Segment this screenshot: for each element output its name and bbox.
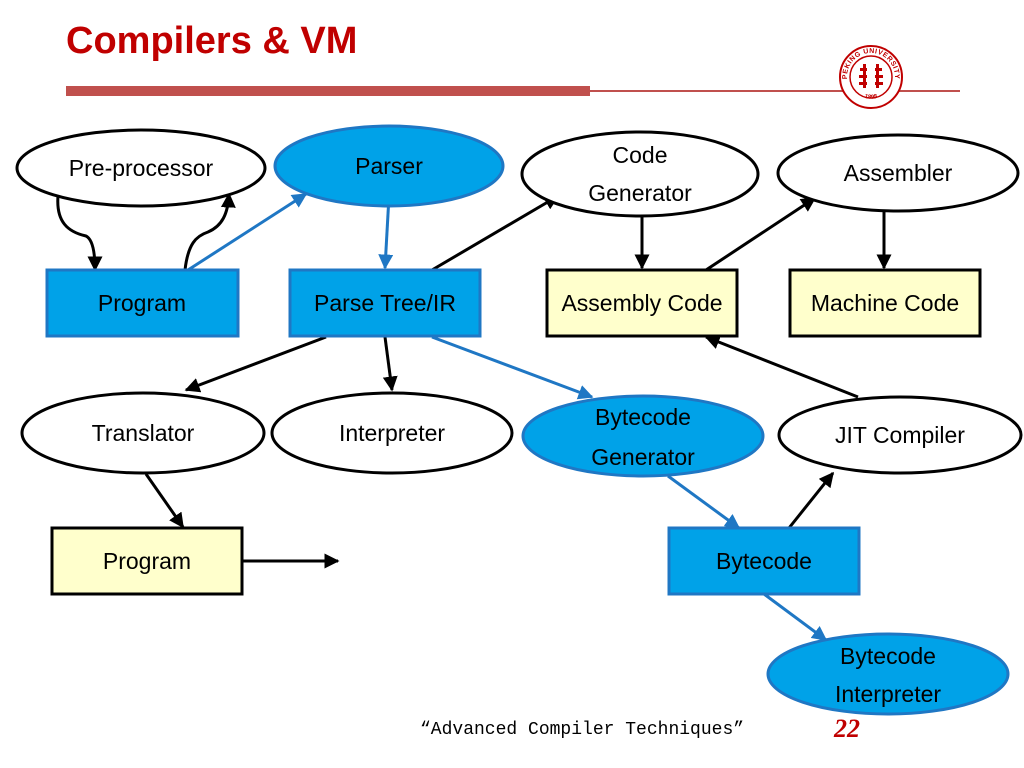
node-program-output-label: Program — [103, 548, 191, 574]
node-machine-code: Machine Code — [788, 268, 982, 338]
node-code-generator-line1: Code — [613, 142, 668, 168]
edge-parsetree-to-bytecodegen — [431, 335, 594, 400]
edge-program-to-parser — [187, 192, 308, 272]
node-bytecode-generator: Bytecode Generator — [521, 394, 765, 478]
node-bytecode: Bytecode — [667, 526, 861, 596]
node-program-source-label: Program — [98, 290, 186, 316]
edges — [56, 192, 892, 642]
node-program-source: Program — [45, 268, 240, 338]
edge-jit-to-assembly — [704, 334, 859, 399]
node-interpreter-label: Interpreter — [339, 420, 445, 446]
edge-parsetree-to-codegen — [431, 194, 560, 272]
seal-year: 1898 — [864, 94, 879, 101]
edge-bytecode-to-bytecodeinterp — [763, 592, 828, 642]
university-seal-logo: PEKING UNIVERSITY 1898 — [839, 45, 903, 109]
slide-title: Compilers & VM — [66, 20, 358, 62]
node-parse-tree: Parse Tree/IR — [288, 268, 482, 338]
node-code-generator-line2: Generator — [588, 180, 692, 206]
node-bytecode-interpreter: Bytecode Interpreter — [766, 632, 1010, 716]
node-assembler: Assembler — [776, 133, 1020, 213]
node-jit-compiler-label: JIT Compiler — [835, 422, 965, 448]
node-assembly-code-label: Assembly Code — [561, 290, 722, 316]
seal-emblem — [859, 64, 883, 88]
edge-bytecodegen-to-bytecode — [667, 474, 741, 530]
node-translator-label: Translator — [92, 420, 195, 446]
edge-program-to-preprocessor — [183, 192, 236, 271]
node-code-generator: Code Generator — [520, 130, 760, 218]
node-program-output: Program — [50, 526, 244, 596]
node-bytecode-interpreter-line1: Bytecode — [840, 643, 936, 669]
node-assembler-label: Assembler — [844, 160, 953, 186]
slide-footer: “Advanced Compiler Techniques” — [420, 720, 745, 740]
node-bytecode-generator-line1: Bytecode — [595, 404, 691, 430]
node-bytecode-generator-line2: Generator — [591, 444, 695, 470]
edge-preprocessor-to-program — [56, 195, 103, 272]
edge-parsetree-to-interpreter — [382, 336, 398, 392]
node-assembly-code: Assembly Code — [545, 268, 739, 338]
edge-parsetree-to-translator — [184, 335, 327, 393]
title-rule-thick — [66, 86, 590, 96]
edge-assembly-to-assembler — [705, 196, 817, 272]
node-bytecode-label: Bytecode — [716, 548, 812, 574]
node-parser-label: Parser — [355, 153, 423, 179]
node-machine-code-label: Machine Code — [811, 290, 959, 316]
node-preprocessor: Pre-processor — [15, 128, 267, 208]
node-bytecode-interpreter-line2: Interpreter — [835, 681, 941, 707]
title-rule-thin — [590, 90, 960, 92]
node-parse-tree-label: Parse Tree/IR — [314, 290, 456, 316]
edge-translator-to-program — [144, 473, 185, 529]
node-translator: Translator — [20, 391, 266, 475]
edge-bytecode-to-jit — [787, 471, 835, 529]
node-interpreter: Interpreter — [270, 391, 514, 475]
svg-text:1898: 1898 — [864, 94, 879, 101]
node-parser: Parser — [273, 124, 505, 208]
node-preprocessor-label: Pre-processor — [69, 155, 214, 181]
node-jit-compiler: JIT Compiler — [777, 395, 1023, 475]
edge-parser-to-parsetree — [378, 195, 394, 270]
page-number: 22 — [834, 714, 860, 743]
